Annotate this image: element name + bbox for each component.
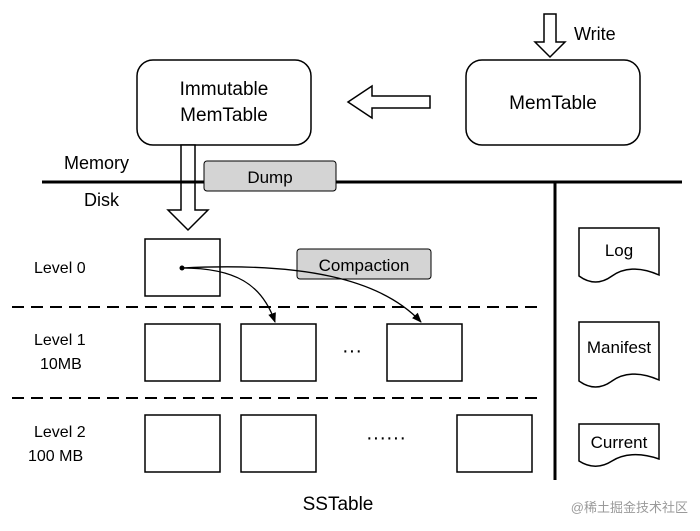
level2-sstable-1	[144, 414, 221, 473]
memory-label: Memory	[64, 153, 129, 173]
level2-name: Level 2	[34, 424, 86, 441]
log-file-label: Log	[605, 241, 633, 260]
level2-size: 100 MB	[28, 448, 83, 465]
write-arrow-icon	[533, 13, 567, 59]
level1-size: 10MB	[40, 356, 82, 373]
immutable-label-line1: Immutable	[180, 79, 269, 100]
level0-name: Level 0	[34, 260, 86, 277]
watermark: @稀土掘金技术社区	[571, 500, 688, 515]
write-label: Write	[574, 24, 616, 44]
flush-arrow-icon	[346, 84, 431, 120]
compaction-arrow-1	[181, 267, 276, 323]
memtable-label: MemTable	[509, 93, 597, 114]
immutable-label-line2: MemTable	[180, 105, 268, 126]
level1-ellipsis: ···	[342, 340, 362, 362]
level2-sstable-2	[240, 414, 317, 473]
memtable-box	[465, 59, 641, 146]
level1-sstable-2	[240, 323, 317, 382]
level1-sstable-3	[386, 323, 463, 382]
level1-name: Level 1	[34, 332, 86, 349]
dump-tag	[203, 160, 337, 192]
immutable-memtable-box	[136, 59, 312, 146]
compaction-label: Compaction	[319, 256, 410, 275]
level2-ellipsis: ······	[366, 427, 406, 449]
compaction-tag	[296, 248, 432, 280]
current-file-icon	[578, 423, 660, 467]
current-file-label: Current	[591, 433, 648, 452]
level2-sstable-3	[456, 414, 533, 473]
level1-sstable-1	[144, 323, 221, 382]
dump-arrow-icon	[166, 144, 210, 232]
log-file-icon	[578, 227, 660, 283]
disk-label: Disk	[84, 190, 120, 210]
manifest-file-icon	[578, 321, 660, 388]
manifest-file-label: Manifest	[587, 338, 652, 357]
dump-label: Dump	[247, 168, 292, 187]
sstable-caption: SSTable	[303, 494, 374, 515]
